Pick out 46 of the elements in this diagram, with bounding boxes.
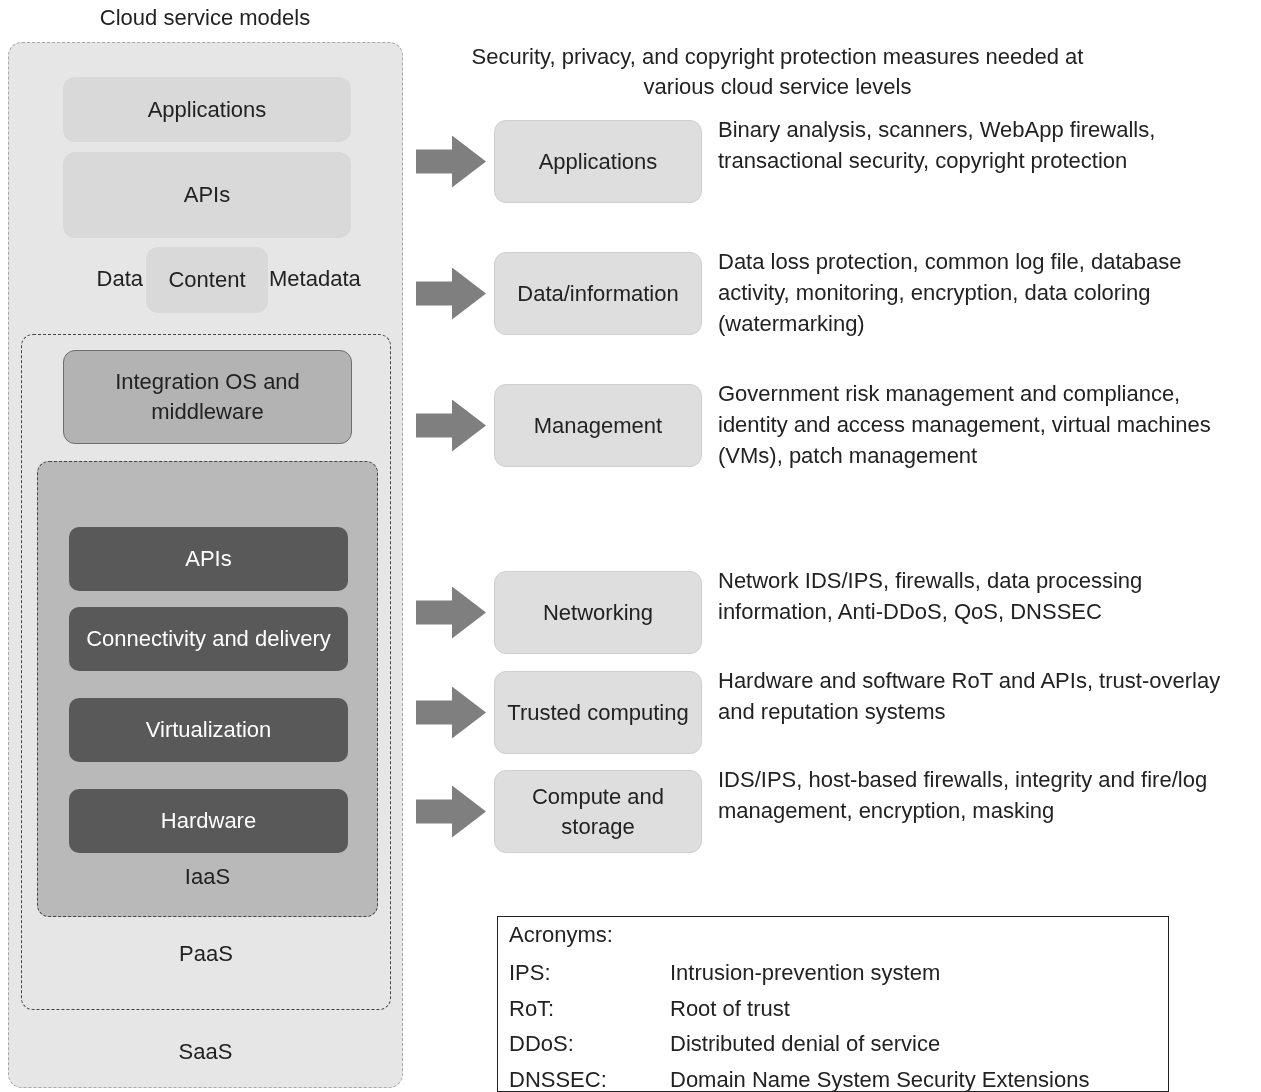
protection-level-box: Trusted computing (494, 671, 702, 754)
block-arrow (416, 686, 486, 739)
layer-box: APIs (69, 527, 348, 591)
layer-label: SaaS (178, 1038, 233, 1066)
description-text: Binary analysis, scanners, WebApp firewalls, transactional security, copyright protection (718, 115, 1157, 175)
table-cell-text: IPS: (509, 959, 551, 987)
description-text: Government risk management and compliance, identity and access management, virtual machines (VMs), patch management (718, 379, 1212, 470)
heading: Security, privacy, and copyright protection measures needed at various cloud service levels (470, 43, 1085, 101)
description-text: IDS/IPS, host-based firewalls, integrity and fire/log management, encryption, masking (718, 765, 1209, 825)
description-text: Data (95, 265, 143, 293)
protection-level-box: Applications (494, 120, 702, 203)
block-arrow (416, 267, 486, 320)
service-layer-panel (37, 461, 378, 917)
acronym-table (497, 916, 1169, 1092)
layer-box: Applications (63, 77, 351, 142)
layer-box: Integration OS and middleware (63, 350, 352, 444)
heading: Cloud service models (98, 4, 312, 32)
layer-label: PaaS (179, 940, 233, 968)
layer-label: IaaS (184, 863, 231, 891)
layer-box: Virtualization (69, 698, 348, 762)
table-cell-text: Intrusion-prevention system (670, 959, 941, 987)
table-cell-text: Distributed denial of service (670, 1030, 941, 1058)
table-cell-text: DNSSEC: (509, 1065, 607, 1092)
description-text: Data loss protection, common log file, database activity, monitoring, encryption, data coloring (watermarking) (718, 247, 1183, 338)
block-arrow (416, 785, 486, 838)
layer-box: Content (146, 247, 268, 313)
protection-level-box: Data/information (494, 252, 702, 335)
block-arrow (416, 399, 486, 452)
table-heading: Acronyms: (509, 921, 613, 949)
description-text: Network IDS/IPS, firewalls, data processing information, Anti-DDoS, QoS, DNSSEC (718, 566, 1144, 626)
protection-level-box: Compute and storage (494, 770, 702, 853)
table-cell-text: DDoS: (509, 1030, 574, 1058)
table-cell-text: Domain Name System Security Extensions (670, 1065, 1090, 1092)
protection-level-box: Networking (494, 571, 702, 654)
layer-box: Connectivity and delivery (69, 607, 348, 671)
protection-level-box: Management (494, 384, 702, 467)
service-model-panel (8, 42, 403, 1088)
layer-box: Hardware (69, 789, 348, 853)
description-text: Metadata (269, 265, 362, 293)
service-layer-panel (21, 334, 391, 1010)
block-arrow (416, 135, 486, 188)
layer-box: APIs (63, 152, 351, 238)
description-text: Hardware and software RoT and APIs, trust-overlay and reputation systems (718, 666, 1222, 726)
table-cell-text: RoT: (509, 994, 555, 1023)
block-arrow (416, 586, 486, 639)
table-cell-text: Root of trust (670, 994, 790, 1023)
